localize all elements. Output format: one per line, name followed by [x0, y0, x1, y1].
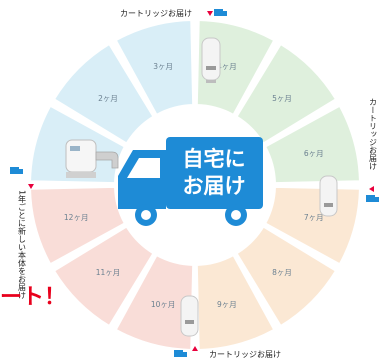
- month-label: 11ヶ月: [96, 268, 121, 277]
- month-segment: [235, 42, 338, 145]
- truck-marker-left-icon: [10, 167, 34, 189]
- month-ring: [29, 19, 361, 351]
- month-label: 5ヶ月: [272, 94, 292, 103]
- truck-marker-bottom-icon: [174, 346, 198, 357]
- month-segment: [29, 185, 127, 266]
- hub-text-line1: 自宅に: [183, 147, 246, 171]
- cartridge-bottom-icon: [180, 295, 199, 337]
- month-label: 2ヶ月: [98, 94, 118, 103]
- month-label: 3ヶ月: [153, 62, 173, 71]
- month-segment: [263, 104, 361, 185]
- cartridge-note-bottom: カートリッジお届け: [209, 350, 281, 359]
- month-label: 8ヶ月: [272, 268, 292, 277]
- water-purifier-unit-icon: [65, 139, 119, 178]
- slogan-text: ート！: [0, 285, 66, 310]
- delivery-truck-icon: [118, 137, 263, 226]
- month-label: 6ヶ月: [304, 149, 324, 158]
- month-segment: [114, 19, 195, 117]
- month-label: 9ヶ月: [217, 300, 237, 309]
- truck-marker-top-icon: [207, 9, 227, 16]
- cartridge-note-right: カートリッジお届け: [369, 98, 378, 170]
- month-label: 4ヶ月: [217, 62, 237, 71]
- cartridge-right-icon: [319, 175, 338, 217]
- month-segment: [195, 253, 276, 351]
- new-unit-note: 1年ごとに新しい本体をお届け: [18, 190, 27, 299]
- month-segment: [52, 42, 155, 145]
- month-label: 7ヶ月: [304, 213, 324, 222]
- month-segment: [114, 253, 195, 351]
- month-label: 10ヶ月: [151, 300, 176, 309]
- truck-marker-right-icon: [366, 186, 379, 202]
- cartridge-note-top: カートリッジお届け: [120, 9, 192, 18]
- month-segment: [235, 225, 338, 328]
- month-segment: [52, 225, 155, 328]
- cartridge-top-icon: [201, 37, 221, 83]
- month-label: 12ヶ月: [64, 213, 89, 222]
- hub-text-line2: お届け: [183, 174, 246, 198]
